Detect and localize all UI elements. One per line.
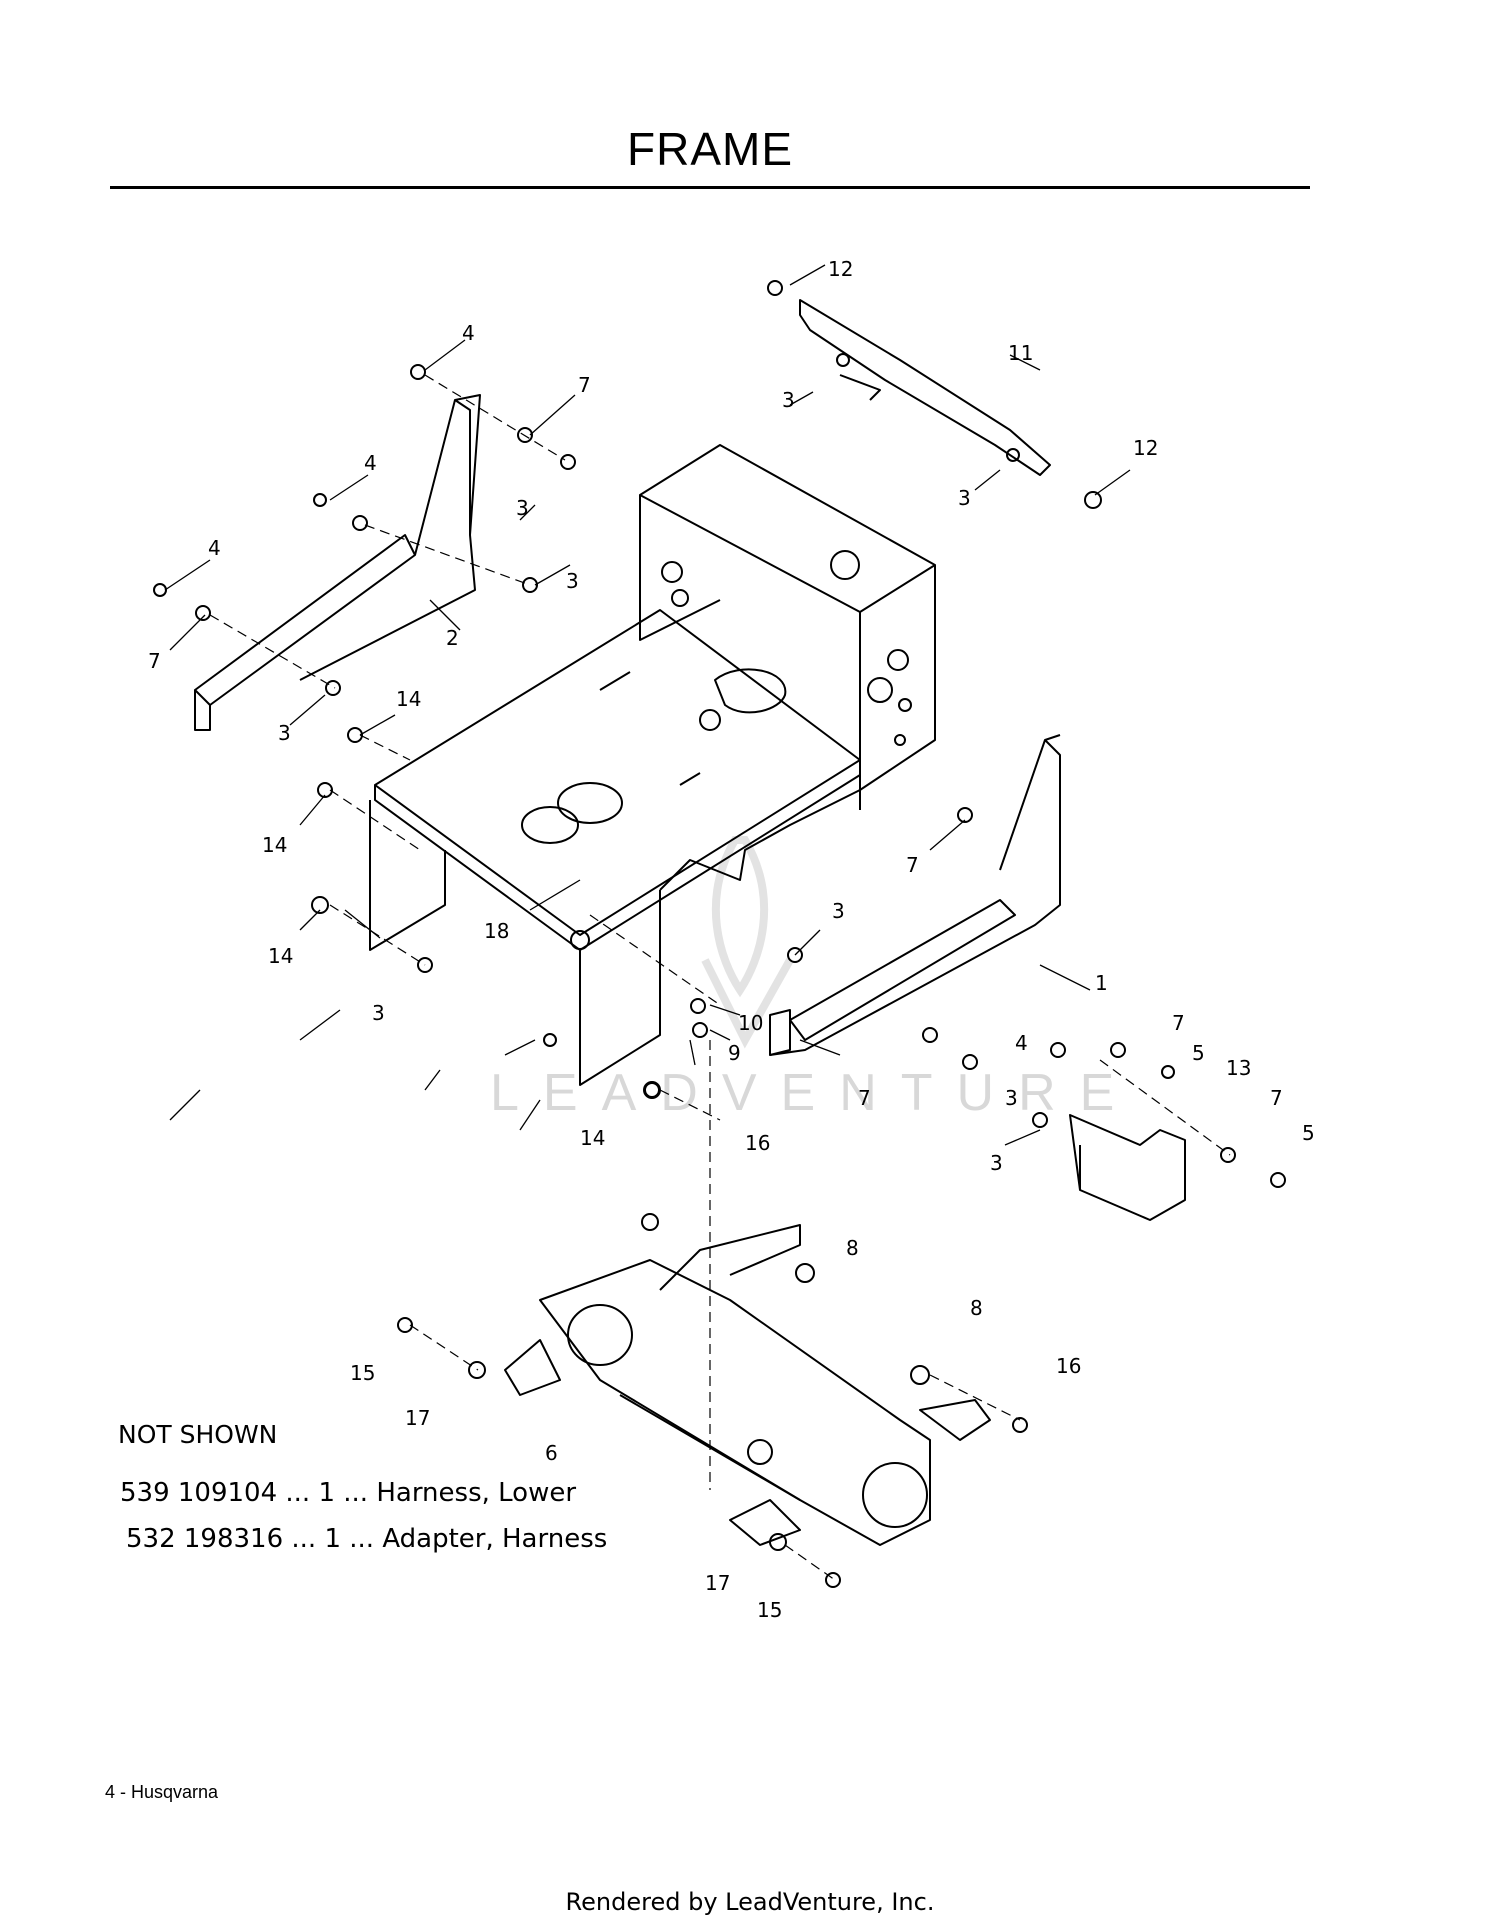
- callout-16-b: 16: [1056, 1354, 1081, 1378]
- title-rule: [110, 186, 1310, 189]
- callout-3-g: 3: [372, 1001, 385, 1025]
- callout-15-b: 15: [757, 1598, 782, 1622]
- callout-6: 6: [545, 1441, 558, 1465]
- callout-7-c: 7: [906, 853, 919, 877]
- callout-leaders: [164, 264, 1131, 1146]
- render-credit: Rendered by LeadVenture, Inc.: [565, 1888, 935, 1916]
- callout-3-b: 3: [958, 486, 971, 510]
- callout-10: 10: [738, 1011, 763, 1035]
- callout-7-b: 7: [148, 649, 161, 673]
- lower-pivot-frame-6: [504, 1224, 991, 1546]
- hardware-bolts-nuts-washers: [153, 280, 1286, 1588]
- callout-17-b: 17: [705, 1571, 730, 1595]
- assembly-dashed-lines: [209, 374, 1231, 1581]
- callout-4-c: 4: [208, 536, 221, 560]
- callout-16-a: 16: [745, 1131, 770, 1155]
- frame-rear-box: [639, 444, 936, 810]
- frame-left-rail-2: [194, 394, 481, 731]
- callout-3-h: 3: [1005, 1086, 1018, 1110]
- watermark-text: LEADVENTURE: [490, 1064, 1138, 1122]
- callout-8-a: 8: [846, 1236, 859, 1260]
- callout-4-b: 4: [364, 451, 377, 475]
- callout-18: 18: [484, 919, 509, 943]
- callout-12-top: 12: [828, 257, 853, 281]
- callout-5-b: 5: [1302, 1121, 1315, 1145]
- not-shown-item-adapter-harness: 532 198316 ... 1 ... Adapter, Harness: [126, 1524, 608, 1554]
- callout-9: 9: [728, 1041, 741, 1065]
- callout-3-c: 3: [516, 496, 529, 520]
- callout-14-c: 14: [268, 944, 293, 968]
- callout-4-a: 4: [462, 321, 475, 345]
- callout-14-a: 14: [396, 687, 421, 711]
- page-title: FRAME: [627, 123, 793, 175]
- frame-deck-plate-18: [369, 609, 861, 1086]
- callout-15-a: 15: [350, 1361, 375, 1385]
- frame-right-rail-1: [769, 734, 1061, 1056]
- bracket-13: [1069, 1114, 1186, 1221]
- callout-3-f: 3: [832, 899, 845, 923]
- callout-14-b: 14: [262, 833, 287, 857]
- callout-7-a: 7: [578, 373, 591, 397]
- callout-3-d: 3: [566, 569, 579, 593]
- callout-12-b: 12: [1133, 436, 1158, 460]
- callout-3-a: 3: [782, 388, 795, 412]
- not-shown-heading: NOT SHOWN: [118, 1420, 278, 1449]
- callout-17-a: 17: [405, 1406, 430, 1430]
- callout-7-f: 7: [1270, 1086, 1283, 1110]
- callout-3-e: 3: [278, 721, 291, 745]
- callout-8-b: 8: [970, 1296, 983, 1320]
- leadventure-watermark-logo: [701, 836, 794, 1049]
- not-shown-item-harness-lower: 539 109104 ... 1 ... Harness, Lower: [120, 1478, 577, 1508]
- callout-14-d: 14: [580, 1126, 605, 1150]
- callout-7-e: 7: [858, 1086, 871, 1110]
- callout-4-d: 4: [1015, 1031, 1028, 1055]
- callout-3-i: 3: [990, 1151, 1003, 1175]
- callout-1: 1: [1095, 971, 1108, 995]
- callout-5-a: 5: [1192, 1041, 1205, 1065]
- callout-2: 2: [446, 626, 459, 650]
- page-footer: 4 - Husqvarna: [105, 1782, 219, 1802]
- callout-7-d: 7: [1172, 1011, 1185, 1035]
- callout-11: 11: [1008, 341, 1033, 365]
- callout-13: 13: [1226, 1056, 1251, 1080]
